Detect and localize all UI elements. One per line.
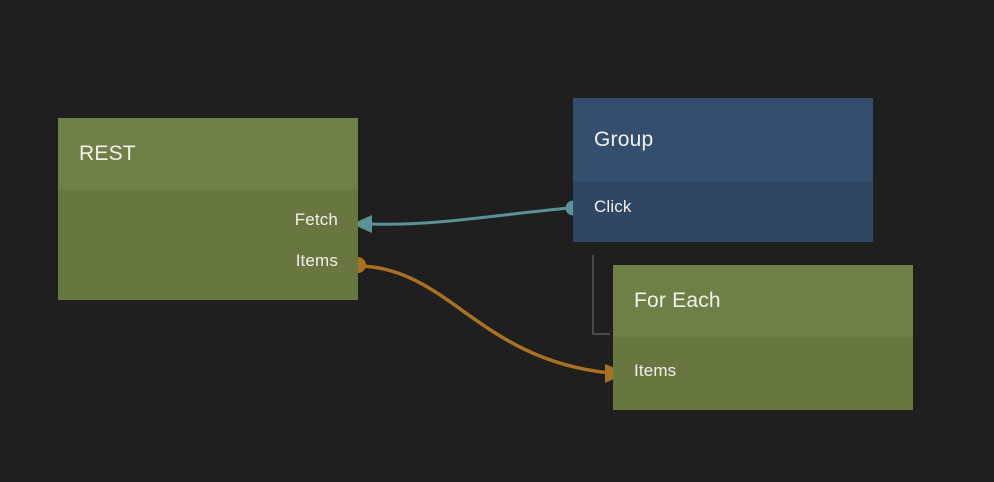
port-rest-items-label: Items: [295, 251, 338, 270]
port-foreach-items-label: Items: [634, 361, 677, 380]
node-foreach-header[interactable]: For Each: [613, 265, 913, 337]
node-rest-header[interactable]: REST: [58, 118, 358, 190]
node-rest-body: Fetch Items: [58, 190, 358, 300]
node-foreach-title: For Each: [634, 289, 721, 312]
node-group-title: Group: [594, 128, 654, 151]
node-group-body: Click: [573, 182, 873, 242]
node-rest[interactable]: REST Fetch Items: [58, 118, 358, 300]
containment-bracket: [592, 255, 610, 335]
node-foreach-body: Items: [613, 337, 913, 410]
edge-click-to-fetch[interactable]: [352, 200, 581, 234]
port-group-click-label: Click: [594, 197, 632, 216]
port-group-click[interactable]: Click: [594, 197, 632, 217]
port-rest-items[interactable]: Items: [296, 251, 338, 271]
port-rest-fetch-label: Fetch: [294, 210, 338, 229]
node-foreach[interactable]: For Each Items: [613, 265, 913, 410]
port-foreach-items[interactable]: Items: [634, 361, 676, 381]
node-group[interactable]: Group Click: [573, 98, 873, 242]
node-group-header[interactable]: Group: [573, 98, 873, 182]
node-rest-title: REST: [79, 142, 136, 165]
port-rest-fetch[interactable]: Fetch: [295, 210, 338, 230]
edge-items-to-items[interactable]: [350, 257, 627, 383]
